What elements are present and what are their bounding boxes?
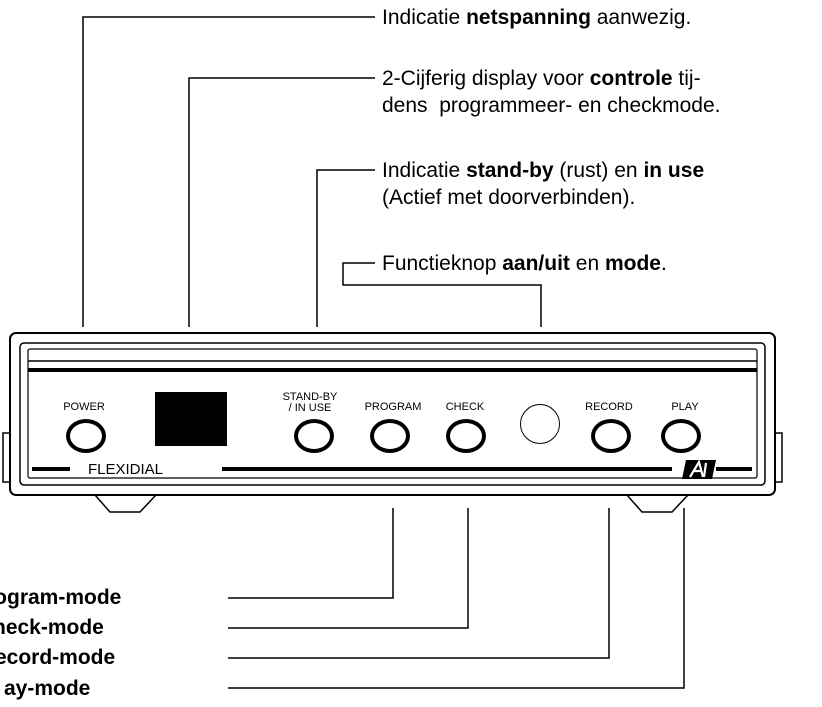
annotation-standby-text: Indicatie xyxy=(382,159,467,182)
mode-label-record: ecord-mode xyxy=(0,646,116,669)
mode-label-play: ay-mode xyxy=(4,677,91,700)
annotation-display-line2: dens programmeer- en checkmode. xyxy=(382,94,721,117)
annotation-standby-line1: Indicatie stand-by (rust) en in use xyxy=(382,158,704,183)
annotation-function-text: Functieknop xyxy=(382,252,503,275)
leader-display xyxy=(188,77,375,327)
label-play: PLAY xyxy=(671,401,699,413)
annotation-function-bold2: mode xyxy=(604,252,661,275)
leader-function xyxy=(342,262,542,327)
label-power: POWER xyxy=(63,401,105,413)
label-program: PROGRAM xyxy=(364,401,422,413)
leader-check xyxy=(228,508,469,629)
annotation-display-line1: 2-Cijferig display voor controle tij- xyxy=(382,66,701,91)
brand-name: FLEXIDIAL xyxy=(88,461,164,478)
label-check: CHECK xyxy=(445,401,485,413)
annotation-power-bold: netspanning xyxy=(466,6,591,29)
program-button[interactable] xyxy=(370,419,410,453)
label-standby-line1: STAND-BY xyxy=(282,391,338,403)
annotation-power-text-end: aanwezig. xyxy=(590,6,692,29)
annotation-function: Functieknop aan/uit en mode. xyxy=(382,251,667,276)
annotation-display-text-end: tij- xyxy=(672,67,701,90)
mode-label-check: heck-mode xyxy=(0,616,104,639)
brand-logo xyxy=(682,459,716,479)
annotation-function-text-mid: en xyxy=(569,252,605,275)
record-button[interactable] xyxy=(591,419,631,453)
label-record: RECORD xyxy=(585,401,633,413)
annotation-standby-line2: (Actief met doorverbinden). xyxy=(382,186,636,209)
mode-label-program: rogram-mode xyxy=(0,586,122,609)
leader-record xyxy=(228,508,610,659)
function-knob[interactable] xyxy=(520,404,560,444)
leader-standby xyxy=(316,169,375,327)
annotation-power-text: Indicatie xyxy=(382,6,467,29)
annotation-inuse-bold: in use xyxy=(643,159,705,182)
annotation-standby-text-mid: (rust) en xyxy=(553,159,644,182)
play-button[interactable] xyxy=(661,419,701,453)
standby-inuse-indicator xyxy=(294,419,334,453)
leader-program xyxy=(228,508,394,599)
power-indicator xyxy=(66,419,106,453)
leader-lines xyxy=(82,16,685,689)
annotation-power: Indicatie netspanning aanwezig. xyxy=(382,5,691,30)
two-digit-display xyxy=(155,392,227,446)
leader-play xyxy=(228,508,685,689)
annotation-display-text: 2-Cijferig display voor xyxy=(382,67,590,90)
annotation-function-bold1: aan/uit xyxy=(502,252,570,275)
label-standby-line2: / IN USE xyxy=(288,402,332,414)
check-button[interactable] xyxy=(446,419,486,453)
device-body xyxy=(2,332,783,513)
leader-power xyxy=(82,16,375,327)
annotation-function-text-end: . xyxy=(660,252,667,275)
annotation-display-bold: controle xyxy=(589,67,673,90)
annotation-standby-bold: stand-by xyxy=(466,159,554,182)
